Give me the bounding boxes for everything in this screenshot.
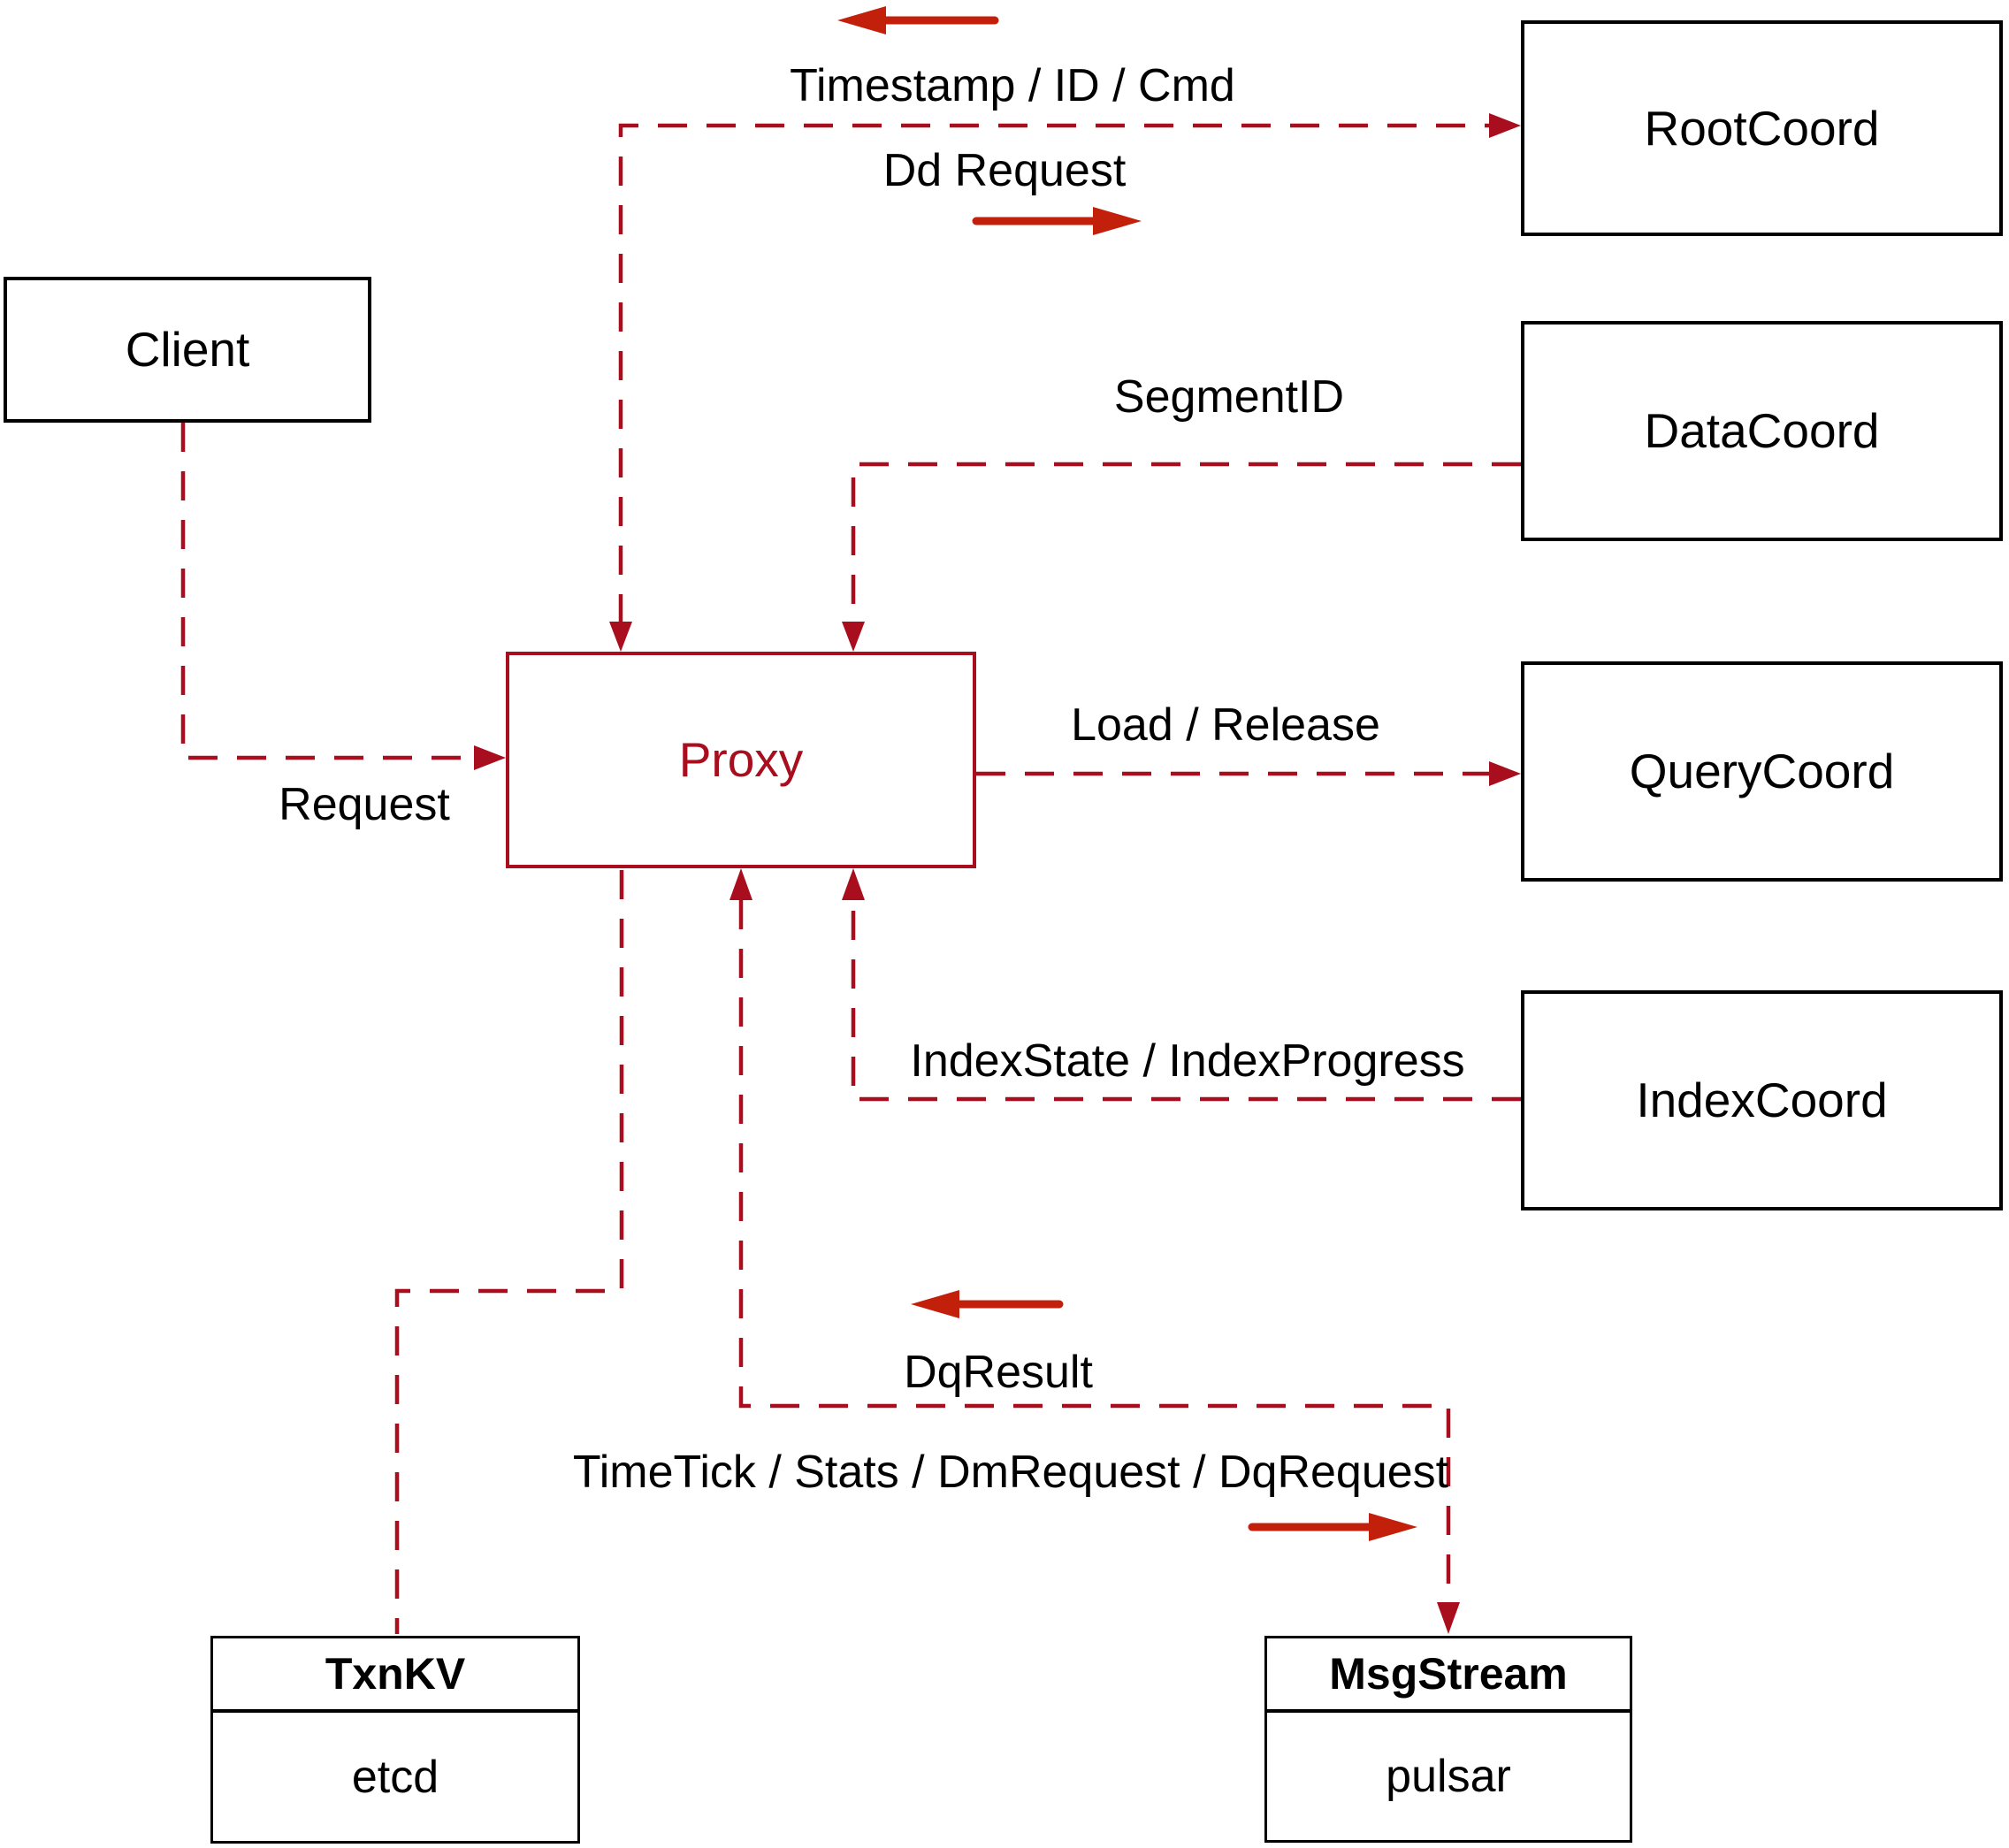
msgstream-title: MsgStream (1267, 1638, 1630, 1713)
proxy-rootcoord-edge (618, 123, 1489, 623)
arrowhead-down-into-proxy-icon (842, 622, 865, 652)
msgstream-node: MsgStream pulsar (1264, 1636, 1632, 1843)
client-node: Client (4, 277, 371, 423)
edge-label-segment-id: SegmentID (1113, 371, 1345, 423)
datacoord-proxy-edge (851, 462, 1521, 623)
proxy-msgstream-edge (738, 900, 1451, 1602)
arrowhead-down-into-proxy-icon (609, 622, 632, 652)
indexcoord-node: IndexCoord (1521, 990, 2003, 1210)
arrowhead-up-into-proxy-icon (842, 868, 865, 900)
client-label: Client (125, 322, 250, 377)
arrowhead-right-into-querycoord-icon (1489, 761, 1521, 786)
rootcoord-to-proxy-left-arrow-icon (837, 6, 999, 34)
proxy-label: Proxy (678, 732, 804, 787)
arrowhead-right-into-rootcoord-icon (1489, 113, 1521, 138)
arrowhead-down-into-msgstream-icon (1437, 1602, 1460, 1634)
msgstream-to-proxy-left-arrow-icon (911, 1290, 1064, 1318)
indexcoord-proxy-edge (851, 900, 1521, 1102)
edge-label-request: Request (279, 779, 450, 830)
datacoord-label: DataCoord (1644, 403, 1880, 458)
edge-label-dq-result: DqResult (904, 1347, 1093, 1398)
proxy-to-rootcoord-right-arrow-icon (972, 207, 1142, 235)
edge-label-dd-request: Dd Request (882, 145, 1127, 196)
proxy-to-msgstream-right-arrow-icon (1248, 1513, 1417, 1541)
arrowhead-right-into-proxy-icon (474, 745, 506, 770)
edge-label-timestamp-id-cmd: Timestamp / ID / Cmd (790, 60, 1235, 111)
txnkv-title: TxnKV (213, 1638, 577, 1713)
edge-label-time-tick: TimeTick / Stats / DmRequest / DqRequest (572, 1447, 1449, 1498)
proxy-node: Proxy (506, 652, 976, 868)
client-proxy-edge (180, 423, 474, 760)
txnkv-body-etcd: etcd (351, 1751, 439, 1803)
edge-label-index-state: IndexState / IndexProgress (910, 1035, 1465, 1087)
querycoord-label: QueryCoord (1629, 744, 1895, 798)
rootcoord-node: RootCoord (1521, 20, 2003, 236)
arrowhead-up-into-proxy-icon (730, 868, 752, 900)
rootcoord-label: RootCoord (1644, 100, 1880, 156)
edge-label-load-release: Load / Release (1071, 699, 1380, 751)
querycoord-node: QueryCoord (1521, 661, 2003, 882)
msgstream-body-pulsar: pulsar (1386, 1751, 1511, 1802)
datacoord-node: DataCoord (1521, 321, 2003, 541)
txnkv-node: TxnKV etcd (210, 1636, 580, 1844)
indexcoord-label: IndexCoord (1636, 1073, 1888, 1127)
proxy-txnkv-edge (394, 870, 624, 1634)
